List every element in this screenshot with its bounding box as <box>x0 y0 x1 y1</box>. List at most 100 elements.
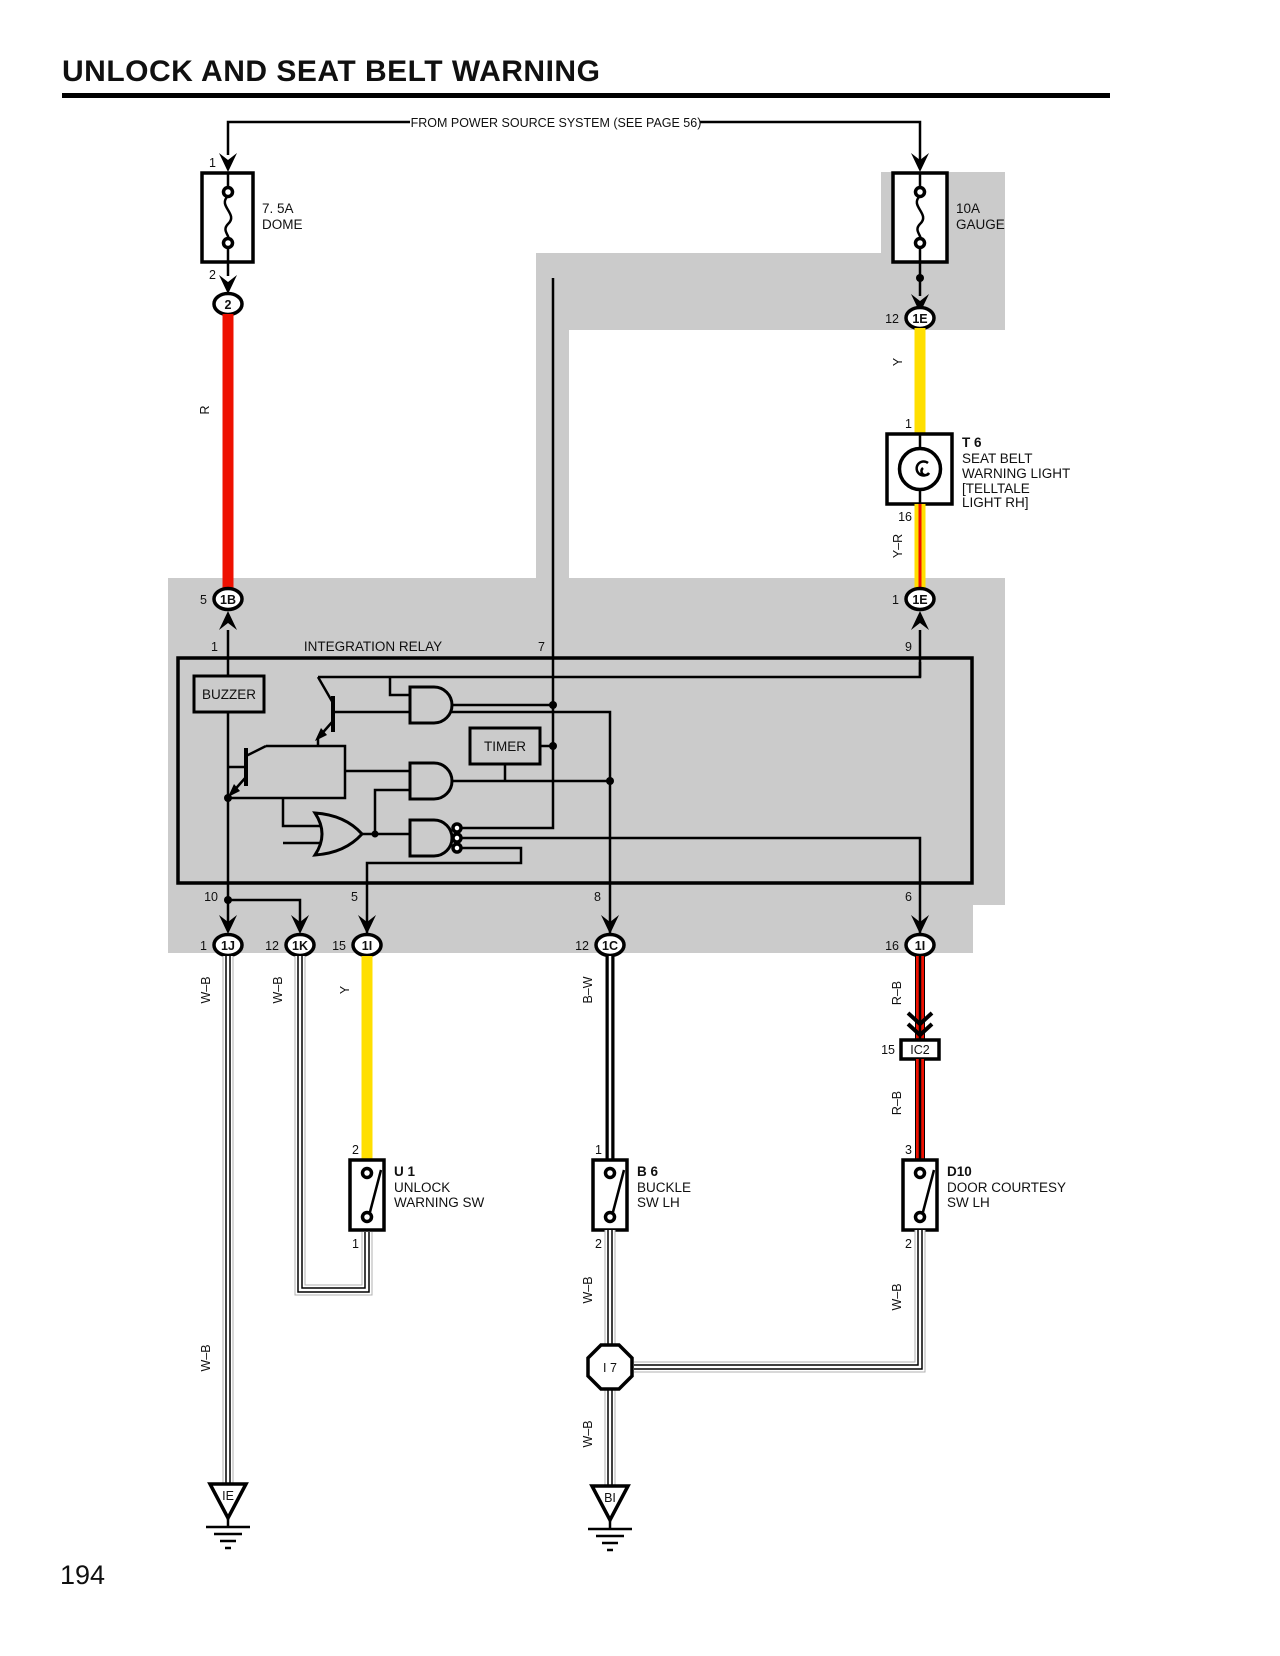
svg-text:BI: BI <box>604 1491 616 1505</box>
connector-1i-left: 1I <box>362 939 372 953</box>
buzzer-box <box>192 674 266 714</box>
page-title: UNLOCK AND SEAT BELT WARNING <box>62 55 600 88</box>
wire-wb-1k: W–B <box>271 956 373 1296</box>
and-gate-icon <box>408 818 454 858</box>
svg-text:W–B: W–B <box>271 976 285 1003</box>
splice-arrow-icon <box>906 1011 934 1038</box>
svg-text:W–B: W–B <box>581 1420 595 1447</box>
svg-text:5: 5 <box>200 593 207 607</box>
connector-1e-top-pin: 12 <box>885 312 899 326</box>
fuse-dome-rating: 7. 5A <box>262 201 294 216</box>
fuse-dome-pin-top: 1 <box>209 156 216 170</box>
t6-pin-bottom: 16 <box>898 510 912 524</box>
relay-pin-1: 1 <box>211 640 218 654</box>
svg-text:16: 16 <box>885 939 899 953</box>
svg-text:2: 2 <box>595 1237 602 1251</box>
connector-ic2: IC2 <box>910 1043 930 1057</box>
svg-text:R–B: R–B <box>890 1091 904 1115</box>
wire-wb-1j: W–B W–B <box>199 956 234 1484</box>
integration-relay: INTEGRATION RELAY 7 <box>176 278 974 933</box>
relay-pin-5: 5 <box>351 890 358 904</box>
transistor-icon <box>228 744 267 797</box>
power-source-feed: FROM POWER SOURCE SYSTEM (SEE PAGE 56) <box>219 116 929 172</box>
timer-label: TIMER <box>484 739 526 754</box>
t6-line3: [TELLTALE <box>962 481 1030 496</box>
svg-text:1: 1 <box>892 593 899 607</box>
title-rule <box>62 93 1110 98</box>
connector-1b: 1B 5 1 <box>200 586 244 676</box>
t6-line4: LIGHT RH] <box>962 495 1029 510</box>
svg-text:W–B: W–B <box>890 1283 904 1310</box>
svg-text:IE: IE <box>222 1489 234 1503</box>
wire-bw: B–W <box>581 956 615 1160</box>
wire-rb: R–B IC2 15 R–B <box>881 956 941 1160</box>
connector-1j: 1J <box>221 939 235 953</box>
connector-1k: 1K <box>292 939 308 953</box>
relay-bottom-connectors: 1J 1 1K 12 1I 15 1C 12 1I 16 <box>200 915 936 958</box>
transistor-icon <box>315 676 335 746</box>
t6-line2: WARNING LIGHT <box>962 466 1070 481</box>
buzzer-label: BUZZER <box>202 687 256 702</box>
power-source-note: FROM POWER SOURCE SYSTEM (SEE PAGE 56) <box>411 116 702 130</box>
fuse-dome-name: DOME <box>262 217 303 232</box>
connector-i7: I 7 <box>586 1343 634 1391</box>
relay-pin-7: 7 <box>538 640 545 654</box>
component-u1-unlock-warning-sw: 2 U 1 UNLOCK WARNING SW 1 <box>348 1143 484 1251</box>
svg-text:1: 1 <box>200 939 207 953</box>
wire-wb-d10: W–B <box>634 1230 926 1373</box>
highlight-shading <box>168 172 1005 953</box>
svg-text:WARNING SW: WARNING SW <box>394 1195 484 1210</box>
component-b6-buckle-sw: 1 B 6 BUCKLE SW LH 2 <box>591 1143 691 1251</box>
or-gate-icon <box>312 811 365 857</box>
t6-line1: SEAT BELT <box>962 451 1033 466</box>
fuse-gauge-rating: 10A <box>956 201 980 216</box>
wire-label-y: Y <box>891 357 905 366</box>
and-gate-icon <box>408 761 454 801</box>
connector-2: 2 <box>225 298 232 312</box>
svg-text:D10: D10 <box>947 1164 972 1179</box>
ground-ie: IE <box>206 1482 250 1550</box>
fuse-gauge-name: GAUGE <box>956 217 1005 232</box>
svg-text:B 6: B 6 <box>637 1164 659 1179</box>
relay-outline <box>176 656 974 885</box>
svg-text:Y: Y <box>338 985 352 994</box>
svg-text:2: 2 <box>352 1143 359 1157</box>
wire-wb-b6-ground: W–B W–B <box>581 1230 616 1486</box>
svg-text:W–B: W–B <box>581 1276 595 1303</box>
svg-text:W–B: W–B <box>199 1344 213 1371</box>
svg-text:1B: 1B <box>220 593 236 607</box>
svg-text:1: 1 <box>595 1143 602 1157</box>
fuse-dome-pin-bottom: 2 <box>209 268 216 282</box>
svg-text:I 7: I 7 <box>603 1361 617 1375</box>
svg-text:U 1: U 1 <box>394 1164 416 1179</box>
svg-text:15: 15 <box>332 939 346 953</box>
t6-id: T 6 <box>962 435 982 450</box>
page-number: 194 <box>60 1560 105 1590</box>
and-gate-icon <box>408 685 454 725</box>
svg-text:1E: 1E <box>912 593 927 607</box>
svg-text:12: 12 <box>265 939 279 953</box>
svg-text:12: 12 <box>575 939 589 953</box>
t6-pin-top: 1 <box>905 417 912 431</box>
svg-text:B–W: B–W <box>581 976 595 1003</box>
svg-text:W–B: W–B <box>199 976 213 1003</box>
ground-bi: BI <box>588 1484 632 1552</box>
svg-text:SW LH: SW LH <box>637 1195 680 1210</box>
connector-1i-right: 1I <box>915 939 925 953</box>
fuse-dome: 1 7. 5A DOME 2 2 <box>200 156 303 317</box>
connector-1e-top: 1E <box>912 312 927 326</box>
wire-y-u1: Y <box>338 956 373 1160</box>
svg-text:R–B: R–B <box>890 981 904 1005</box>
svg-text:3: 3 <box>905 1143 912 1157</box>
wire-label-yr: Y–R <box>891 534 905 558</box>
relay-pin-8: 8 <box>594 890 601 904</box>
svg-text:DOOR COURTESY: DOOR COURTESY <box>947 1180 1066 1195</box>
wire-label-r: R <box>198 405 212 414</box>
svg-text:SW LH: SW LH <box>947 1195 990 1210</box>
svg-text:2: 2 <box>905 1237 912 1251</box>
fuse-gauge: 10A GAUGE 1E 12 <box>885 171 1005 331</box>
svg-text:1: 1 <box>352 1237 359 1251</box>
wire-yr: Y–R <box>891 504 926 589</box>
relay-pin-9: 9 <box>905 640 912 654</box>
